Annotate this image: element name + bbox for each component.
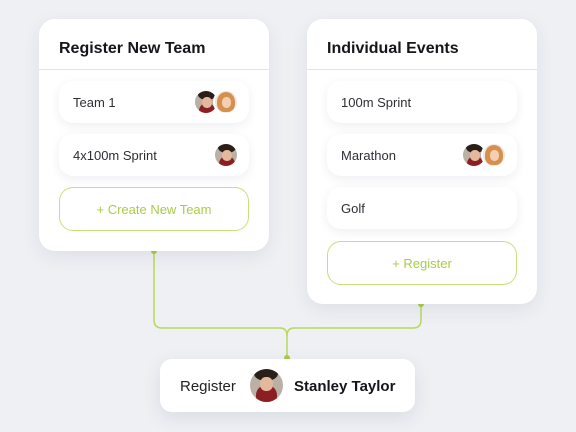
avatar — [481, 142, 507, 168]
register-team-title: Register New Team — [39, 19, 269, 70]
register-label: Register — [180, 378, 236, 395]
create-new-team-label: + Create New Team — [96, 201, 212, 217]
event-item-marathon[interactable]: Marathon — [327, 134, 517, 176]
team-item-label: Team 1 — [73, 94, 116, 110]
avatar — [213, 89, 239, 115]
event-item-100m-sprint[interactable]: 100m Sprint — [327, 81, 517, 123]
team-avatars — [193, 89, 239, 115]
event-item-label: 100m Sprint — [341, 94, 412, 110]
register-participant-bar[interactable]: Register Stanley Taylor — [160, 359, 415, 412]
participant-name: Stanley Taylor — [294, 378, 396, 395]
avatar — [250, 369, 283, 402]
event-item-label: Marathon — [341, 147, 396, 163]
avatar — [213, 142, 239, 168]
individual-events-card: Individual Events 100m Sprint Marathon G… — [307, 19, 537, 304]
avatar — [461, 142, 487, 168]
register-team-card: Register New Team Team 1 4x100m Sprint +… — [39, 19, 269, 251]
register-event-button[interactable]: + Register — [327, 241, 517, 285]
team-item-team-1[interactable]: Team 1 — [59, 81, 249, 123]
team-avatars — [213, 142, 239, 168]
create-new-team-button[interactable]: + Create New Team — [59, 187, 249, 231]
individual-events-title: Individual Events — [307, 19, 537, 70]
team-item-label: 4x100m Sprint — [73, 147, 157, 163]
register-event-label: + Register — [392, 255, 452, 271]
team-item-4x100m-sprint[interactable]: 4x100m Sprint — [59, 134, 249, 176]
event-item-golf[interactable]: Golf — [327, 187, 517, 229]
event-item-label: Golf — [341, 200, 365, 216]
event-avatars — [461, 142, 507, 168]
